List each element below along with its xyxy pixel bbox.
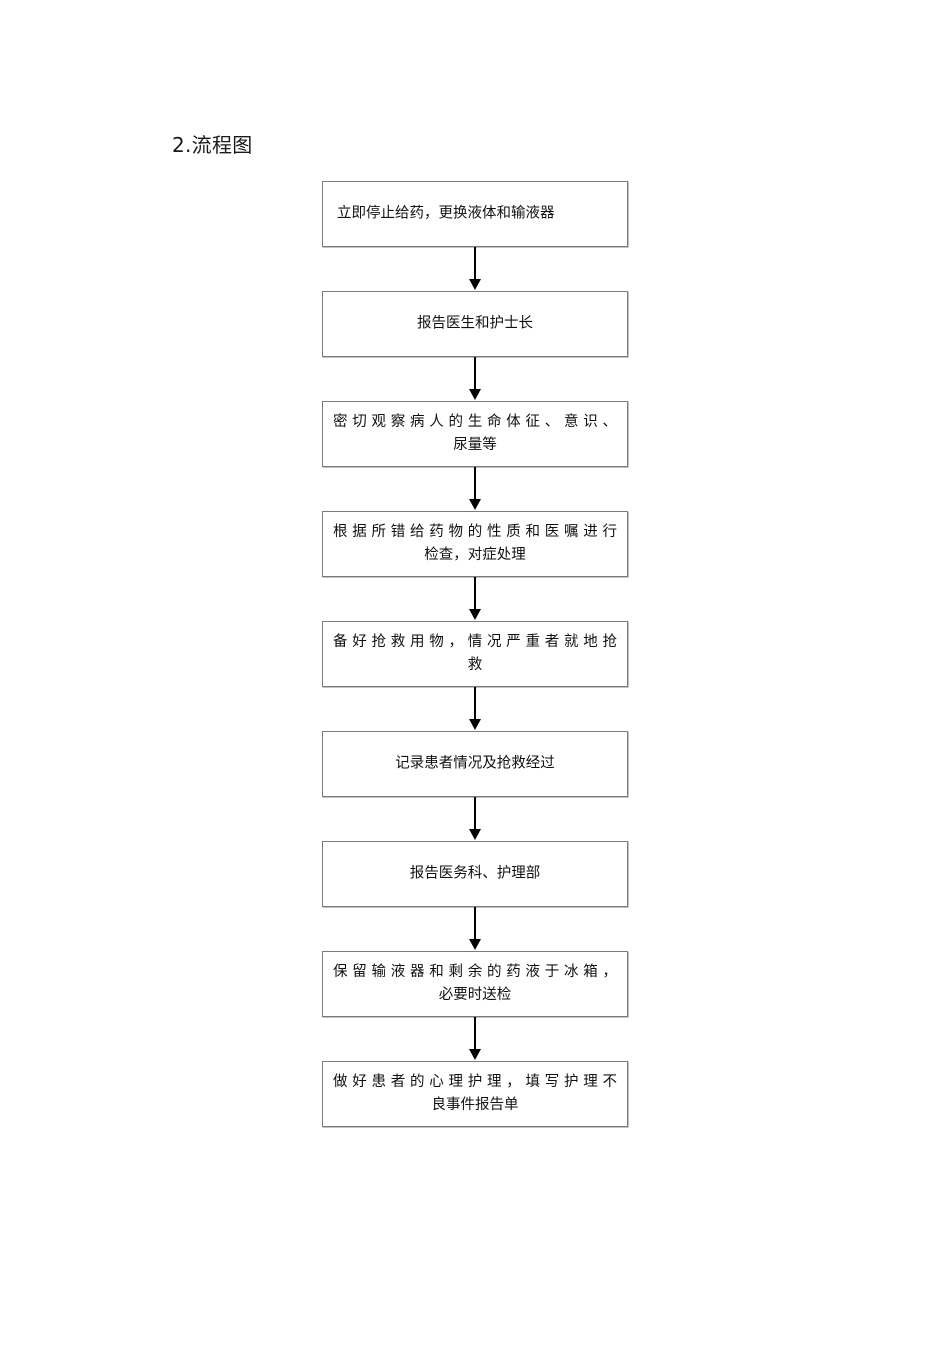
flow-node-label: 做好患者的心理护理，填写护理不良事件报告单 (333, 1071, 617, 1117)
flow-step: 备好抢救用物，情况严重者就地抢救 (322, 621, 628, 687)
flow-node-label-line1: 密切观察病人的生命体征、意识、 (333, 414, 617, 430)
flow-step: 报告医务科、护理部 (322, 841, 628, 907)
flow-connector-arrow (322, 467, 628, 511)
arrow-line (474, 1017, 476, 1051)
arrow-down-icon (469, 609, 481, 620)
flow-connector-arrow (322, 1017, 628, 1061)
arrow-down-icon (469, 499, 481, 510)
arrow-line (474, 907, 476, 941)
flow-node-3[interactable]: 密切观察病人的生命体征、意识、尿量等 (322, 401, 628, 467)
arrow-down-icon (469, 719, 481, 730)
flow-node-label: 报告医务科、护理部 (409, 865, 541, 882)
flow-node-6[interactable]: 记录患者情况及抢救经过 (322, 731, 628, 797)
flow-node-label-line2: 检查，对症处理 (424, 547, 526, 563)
flow-node-label-line1: 保留输液器和剩余的药液于冰箱， (333, 964, 617, 980)
flow-step: 做好患者的心理护理，填写护理不良事件报告单 (322, 1061, 628, 1127)
arrow-line (474, 357, 476, 391)
flow-step: 保留输液器和剩余的药液于冰箱， 必要时送检 (322, 951, 628, 1017)
arrow-line (474, 687, 476, 721)
page-title: 2.流程图 (172, 133, 253, 157)
arrow-down-icon (469, 1049, 481, 1060)
flow-node-label: 立即停止给药，更换液体和输液器 (337, 205, 555, 222)
arrow-line (474, 247, 476, 281)
flow-step: 记录患者情况及抢救经过 (322, 731, 628, 797)
flow-node-label: 根据所错给药物的性质和医嘱进行检查，对症处理 (333, 521, 617, 567)
flow-node-label-line2: 救 (467, 657, 483, 673)
flow-connector-arrow (322, 357, 628, 401)
flow-connector-arrow (322, 577, 628, 621)
flow-connector-arrow (322, 907, 628, 951)
flow-node-8[interactable]: 保留输液器和剩余的药液于冰箱， 必要时送检 (322, 951, 628, 1017)
flow-node-label-line1: 备好抢救用物，情况严重者就地抢 (333, 634, 617, 650)
flow-node-2[interactable]: 报告医生和护士长 (322, 291, 628, 357)
flow-connector-arrow (322, 687, 628, 731)
flow-step: 根据所错给药物的性质和医嘱进行检查，对症处理 (322, 511, 628, 577)
arrow-line (474, 467, 476, 501)
flow-node-1[interactable]: 立即停止给药，更换液体和输液器 (322, 181, 628, 247)
flow-node-9[interactable]: 做好患者的心理护理，填写护理不良事件报告单 (322, 1061, 628, 1127)
flowchart: 立即停止给药，更换液体和输液器报告医生和护士长密切观察病人的生命体征、意识、尿量… (322, 181, 628, 1127)
arrow-down-icon (469, 389, 481, 400)
flow-step: 立即停止给药，更换液体和输液器 (322, 181, 628, 247)
flow-node-label: 保留输液器和剩余的药液于冰箱， 必要时送检 (333, 961, 617, 1007)
flow-node-label: 密切观察病人的生命体征、意识、尿量等 (333, 411, 617, 457)
arrow-down-icon (469, 279, 481, 290)
flow-node-label: 记录患者情况及抢救经过 (395, 755, 555, 772)
flow-node-label-line1: 做好患者的心理护理，填写护理不 (333, 1074, 617, 1090)
flow-node-label-line2: 必要时送检 (438, 987, 512, 1003)
flow-step: 报告医生和护士长 (322, 291, 628, 357)
flow-connector-arrow (322, 247, 628, 291)
flow-node-5[interactable]: 备好抢救用物，情况严重者就地抢救 (322, 621, 628, 687)
arrow-line (474, 797, 476, 831)
flow-connector-arrow (322, 797, 628, 841)
flow-node-4[interactable]: 根据所错给药物的性质和医嘱进行检查，对症处理 (322, 511, 628, 577)
flow-node-7[interactable]: 报告医务科、护理部 (322, 841, 628, 907)
flow-node-label-line2: 良事件报告单 (431, 1097, 519, 1113)
flow-step: 密切观察病人的生命体征、意识、尿量等 (322, 401, 628, 467)
arrow-down-icon (469, 829, 481, 840)
flow-node-label: 报告医生和护士长 (417, 315, 533, 332)
flow-node-label-line2: 尿量等 (453, 437, 497, 453)
flow-node-label: 备好抢救用物，情况严重者就地抢救 (333, 631, 617, 677)
flow-node-label-line1: 根据所错给药物的性质和医嘱进行 (333, 524, 617, 540)
arrow-line (474, 577, 476, 611)
arrow-down-icon (469, 939, 481, 950)
